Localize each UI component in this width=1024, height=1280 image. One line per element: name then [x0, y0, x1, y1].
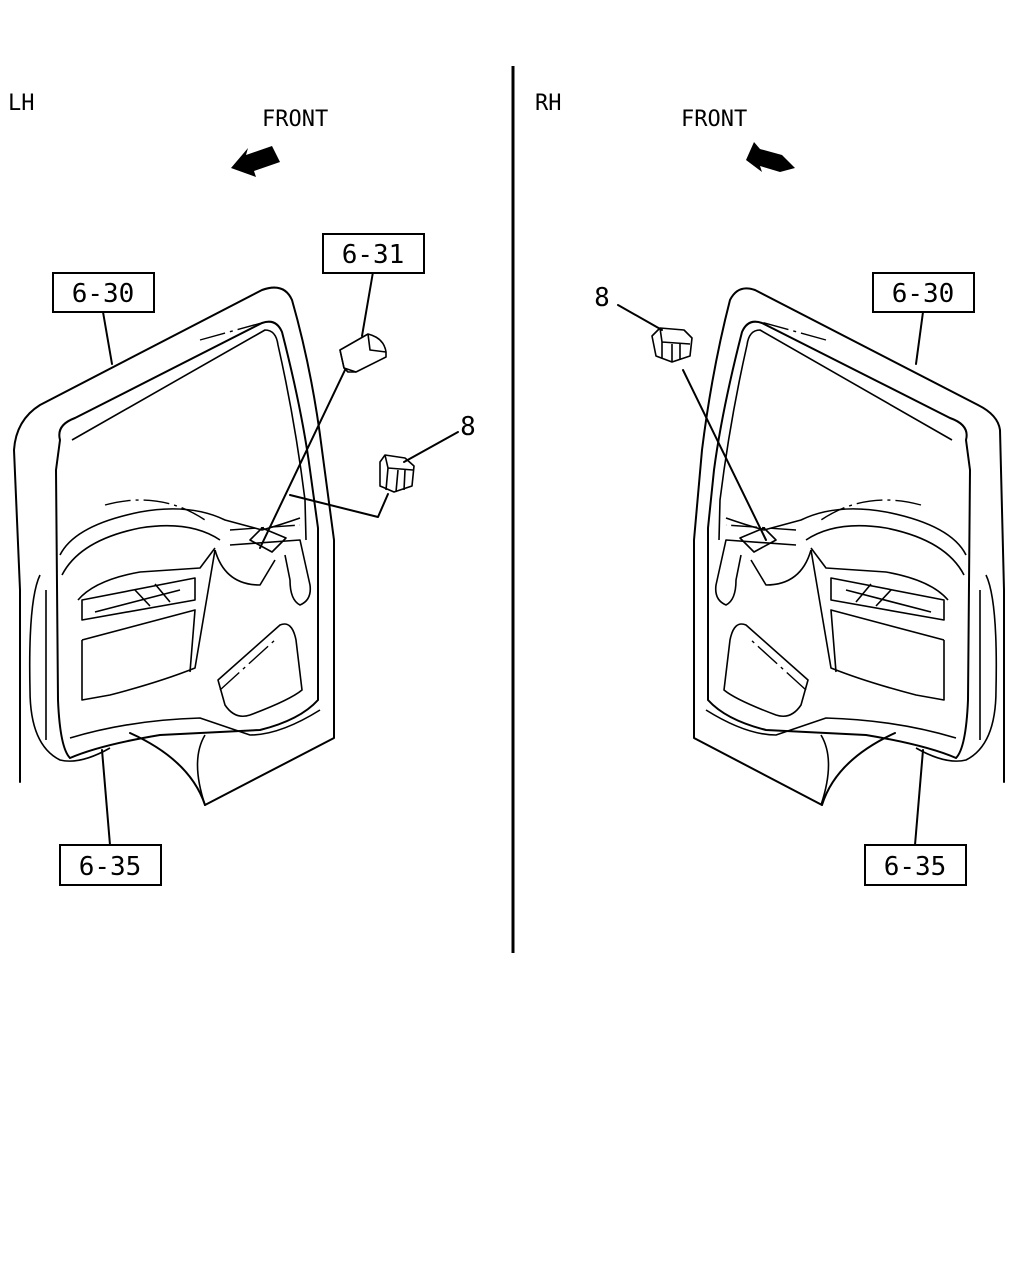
callout-6-30-left: 6-30 [72, 279, 135, 309]
right-front-label: FRONT [681, 107, 747, 132]
left-panel: LH FRONT [8, 91, 476, 886]
leader-6-31-left [361, 271, 374, 337]
callout-6-30-right: 6-30 [892, 279, 955, 309]
right-door-drawing [693, 287, 1005, 806]
leader-8-right [617, 304, 663, 331]
leader-8-to-door-left [289, 493, 389, 518]
left-clip-8-drawing [379, 454, 415, 493]
left-front-label: FRONT [262, 107, 328, 132]
callout-8-left: 8 [460, 412, 476, 442]
callout-box-6-35-right [864, 844, 967, 886]
left-door-drawing [13, 286, 335, 806]
callout-8-right: 8 [594, 283, 610, 313]
right-panel: RH FRONT [535, 91, 1005, 886]
right-front-arrow-icon [746, 142, 795, 172]
callout-box-6-31-left [322, 233, 425, 274]
lh-label: LH [8, 91, 35, 116]
left-front-arrow-icon [231, 146, 280, 177]
callout-6-35-left: 6-35 [79, 852, 142, 882]
callout-6-35-right: 6-35 [884, 852, 947, 882]
leader-6-30-right [915, 311, 924, 365]
leader-6-35-right [914, 749, 924, 846]
left-part-6-31-drawing [339, 333, 387, 373]
leader-8-to-door-right [682, 369, 767, 541]
leader-6-30-left [102, 311, 113, 365]
callout-box-6-30-left [52, 272, 155, 313]
callout-box-6-30-right [872, 272, 975, 313]
callout-6-31-left: 6-31 [342, 240, 405, 270]
rh-label: RH [535, 91, 562, 116]
leader-8-left [403, 431, 459, 463]
leader-6-35-left [101, 749, 111, 846]
leader-6-31-to-door [259, 369, 346, 549]
callout-box-6-35-left [59, 844, 162, 886]
right-clip-8-drawing [651, 327, 693, 363]
